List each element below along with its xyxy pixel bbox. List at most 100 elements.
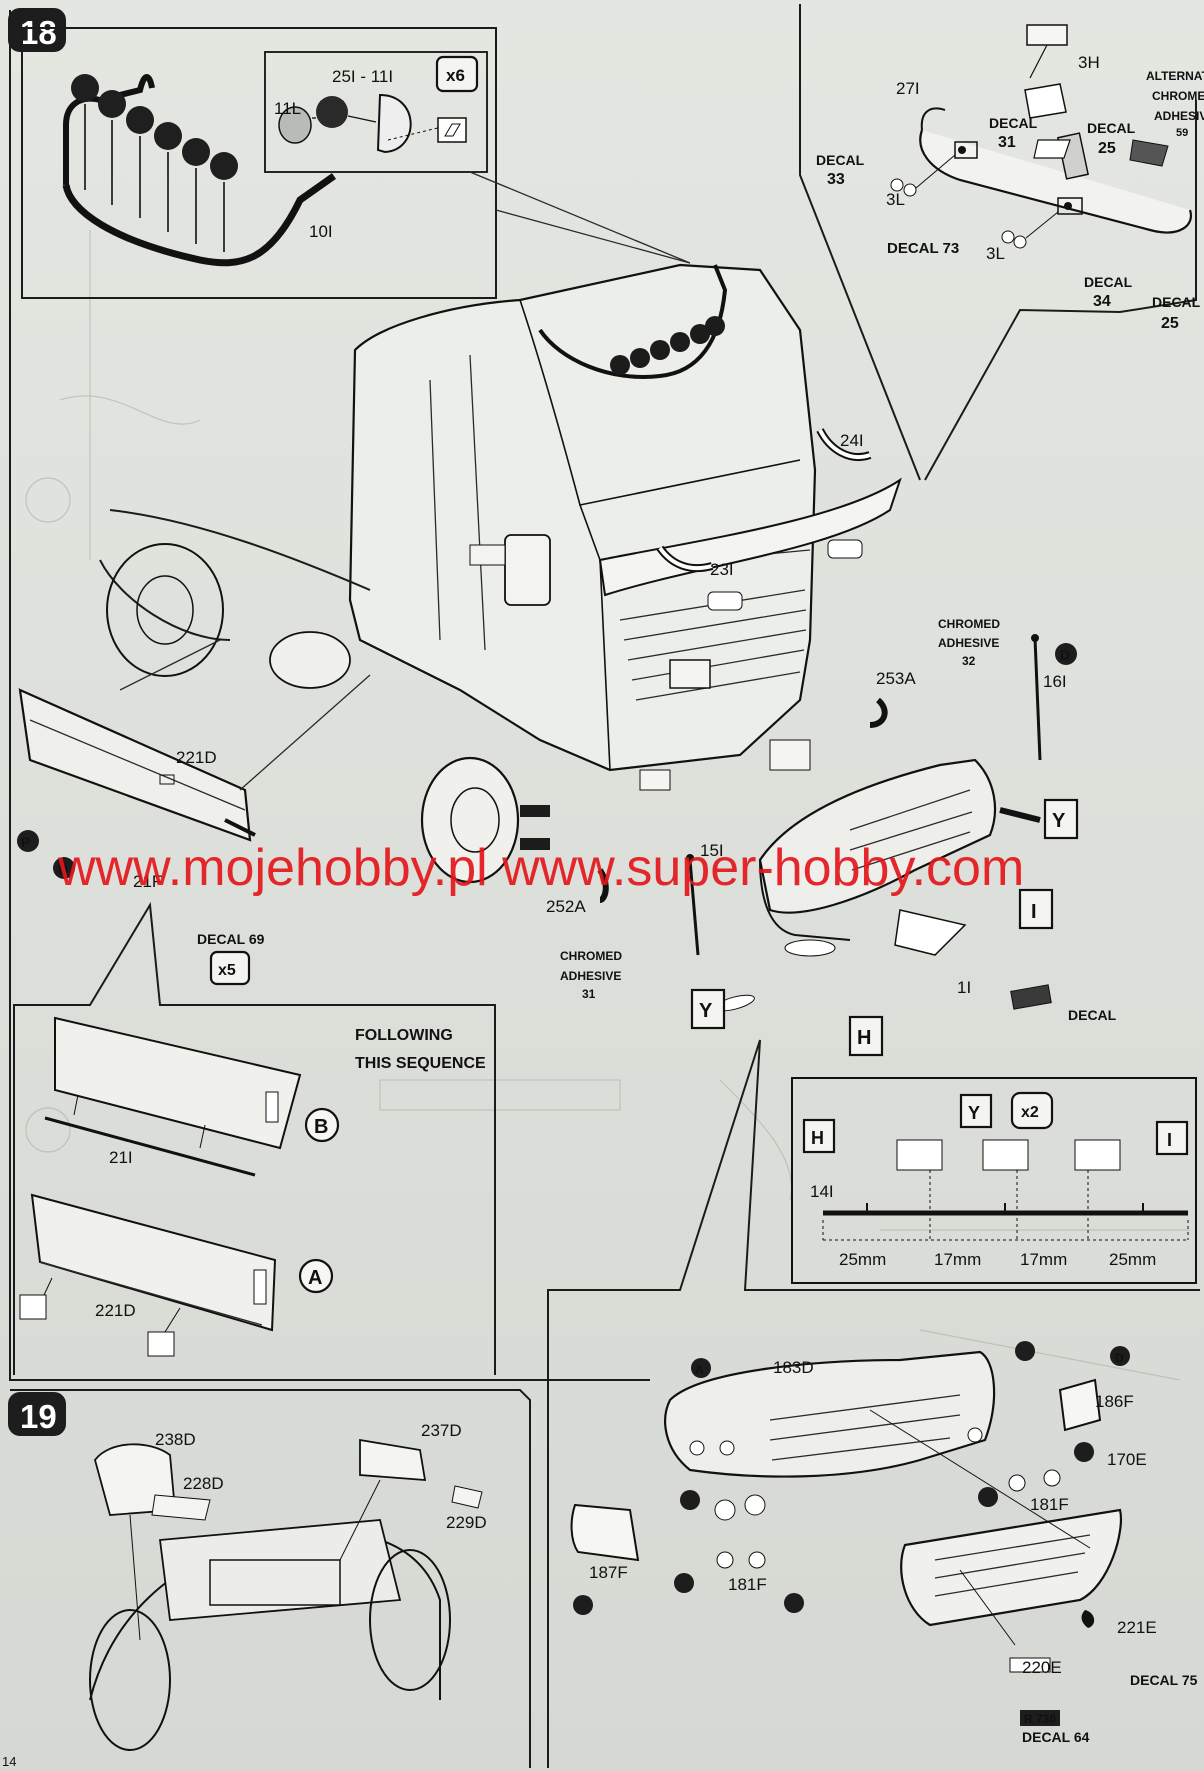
- dim-1: 25mm: [839, 1250, 886, 1269]
- decal-25b-b: 25: [1161, 315, 1179, 332]
- decal-73: DECAL 73: [887, 240, 959, 257]
- decal-75: DECAL 75: [1130, 1672, 1198, 1688]
- label-25-11: 25I - 11I: [332, 67, 393, 86]
- decal-25a-b: 25: [1098, 140, 1116, 157]
- alt-chrome-2: CHROME: [1152, 89, 1204, 103]
- step-19-number: 19: [20, 1398, 57, 1435]
- decal-25b-a: DECAL: [1152, 294, 1201, 310]
- chromed-31-b: ADHESIVE: [560, 969, 621, 983]
- tag-i-main-text: I: [1031, 901, 1037, 923]
- truck-cab-drawing: [99, 263, 902, 884]
- decal-64: DECAL 64: [1022, 1729, 1090, 1745]
- label-14i: 14I: [810, 1182, 834, 1201]
- tag-y-right-text: Y: [1052, 810, 1066, 832]
- chromed-32-a: CHROMED: [938, 617, 1000, 631]
- label-186f: 186F: [1095, 1392, 1134, 1411]
- label-27i: 27I: [896, 79, 920, 98]
- dim-3: 17mm: [1020, 1250, 1067, 1269]
- dim-2: 17mm: [934, 1250, 981, 1269]
- spacing-tag-h-text: H: [811, 1128, 824, 1148]
- label-11l: 11L: [274, 99, 301, 118]
- decal-34-b: 34: [1093, 293, 1111, 310]
- decal-25a-a: DECAL: [1087, 120, 1136, 136]
- label-16i: 16I: [1043, 672, 1067, 691]
- label-3h: 3H: [1078, 53, 1100, 72]
- grille-marker-d: D: [1115, 1351, 1124, 1365]
- label-181f-right: 181F: [1030, 1495, 1069, 1514]
- label-221d-seq: 221D: [95, 1301, 136, 1320]
- label-15i: 15I: [700, 841, 724, 860]
- tag-y-left: [690, 988, 726, 1030]
- label-238d: 238D: [155, 1430, 196, 1449]
- grille-markers: [573, 1341, 1130, 1615]
- tag-y-right: [1043, 798, 1079, 840]
- alt-chrome-1: ALTERNATIVE: [1146, 69, 1204, 83]
- spacing-x2: x2: [1021, 1104, 1039, 1121]
- tag-h-main: [848, 1015, 884, 1057]
- tag-h-main-text: H: [857, 1027, 871, 1049]
- qty-x5-box: [209, 950, 251, 986]
- decal-69: DECAL 69: [197, 931, 265, 947]
- grille-detail: [547, 1039, 1200, 1768]
- chromed-32-b: ADHESIVE: [938, 636, 999, 650]
- marker-p-text: P: [21, 834, 30, 850]
- label-228d: 228D: [183, 1474, 224, 1493]
- label-1i: 1I: [957, 978, 971, 997]
- label-21i: 21I: [109, 1148, 133, 1167]
- marker-p: [17, 830, 39, 852]
- tag-y-left-text: Y: [699, 1000, 713, 1022]
- page-number: 14: [2, 1754, 16, 1769]
- spacing-x2-box: [1010, 1091, 1054, 1130]
- label-221d: 221D: [176, 748, 217, 767]
- marker-d-left-text: D: [58, 861, 68, 877]
- decal-main: DECAL: [1068, 1007, 1117, 1023]
- marker-d-left: [53, 857, 75, 879]
- dim-4: 25mm: [1109, 1250, 1156, 1269]
- qty-x5: x5: [218, 962, 236, 979]
- label-23i: 23I: [710, 560, 734, 579]
- step-19-panel: [8, 1389, 531, 1768]
- label-187f: 187F: [589, 1563, 628, 1582]
- tag-i-main: [1018, 888, 1054, 930]
- label-3l-b: 3L: [986, 244, 1005, 263]
- label-170e: 170E: [1107, 1450, 1147, 1469]
- spacing-tag-y-text: Y: [968, 1103, 980, 1123]
- spacing-tag-y: [959, 1093, 993, 1129]
- badge-a: [298, 1258, 334, 1294]
- decal-34-a: DECAL: [1084, 274, 1133, 290]
- sequence-title-2: THIS SEQUENCE: [355, 1055, 486, 1072]
- label-253a: 253A: [876, 669, 916, 688]
- label-221e: 221E: [1117, 1618, 1157, 1637]
- label-24i: 24I: [840, 431, 864, 450]
- inset-rear-bumper: [799, 4, 1197, 481]
- label-181f-left: 181F: [728, 1575, 767, 1594]
- label-229d: 229D: [446, 1513, 487, 1532]
- step-18-frame: [9, 10, 650, 1381]
- chromed-32-c: 32: [962, 654, 976, 668]
- spacing-tag-i-text: I: [1167, 1130, 1172, 1150]
- side-skirt-main: [18, 639, 371, 842]
- qty-x6-box: [435, 55, 479, 93]
- watermark: www.mojehobby.pl www.super-hobby.com: [57, 839, 1024, 897]
- inset-lamp-bar: [21, 27, 497, 299]
- step-18-number: 18: [20, 14, 57, 51]
- sequence-panel: [13, 901, 496, 1375]
- front-grille-main: [597, 634, 1052, 1012]
- spacing-tag-i: [1155, 1120, 1189, 1156]
- label-220e: 220E: [1022, 1658, 1062, 1677]
- alt-chrome-4: 59: [1176, 127, 1188, 139]
- plate-r730: [1020, 1710, 1060, 1726]
- plate-r730-text: R 730: [1024, 1712, 1056, 1726]
- badge-b-text: B: [314, 1116, 328, 1138]
- label-237d: 237D: [421, 1421, 462, 1440]
- spacing-tag-h: [802, 1118, 836, 1154]
- sequence-title-1: FOLLOWING: [355, 1027, 453, 1044]
- badge-b: [304, 1107, 340, 1143]
- badge-a-text: A: [308, 1267, 322, 1289]
- label-10i: 10I: [309, 222, 333, 241]
- label-183d: 183D: [773, 1358, 814, 1377]
- label-252a: 252A: [546, 897, 586, 916]
- qty-x6: x6: [446, 66, 465, 85]
